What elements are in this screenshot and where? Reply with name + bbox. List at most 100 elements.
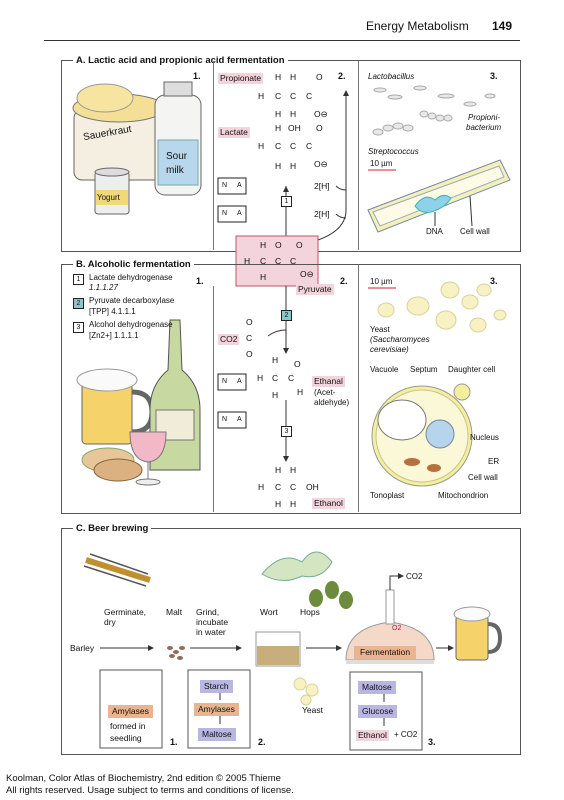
hops-illustration [261, 551, 353, 609]
starch-label: Starch [200, 680, 233, 693]
nad-n-b2: N [222, 416, 228, 423]
food-sourmilk-2: milk [166, 165, 184, 176]
co2-label-c: CO2 [406, 572, 423, 581]
enzyme-legend-2-marker: 2 [73, 298, 84, 309]
co2-label-b: CO2 [218, 334, 240, 345]
enzyme-legend-2-name: Pyruvate decarboxylase [89, 296, 175, 305]
barley-label: Barley [70, 643, 95, 653]
footer-line-1: Koolman, Color Atlas of Biochemistry, 2n… [6, 773, 281, 784]
nad-a-a1: A [237, 182, 242, 189]
panel-c2-number: 2. [258, 737, 266, 747]
nadh-n-a1: N [222, 210, 228, 217]
enzyme-3-marker: 3 [281, 426, 292, 437]
o2-label: O2 [392, 625, 402, 632]
grind-label-1: Grind, [196, 607, 220, 617]
nadh-symbol-a1 [217, 205, 247, 223]
amylases-label-2: Amylases [194, 703, 239, 716]
nad-symbol-a1 [217, 177, 247, 195]
scale-bar-b: 10 µm [370, 277, 393, 286]
pyruvate-label: Pyruvate [296, 284, 334, 295]
grind-label-3: in water [196, 627, 226, 637]
arrow-pyruvate-to-propionate [317, 92, 347, 241]
panel-c1-number: 1. [170, 737, 178, 747]
nadh-symbol-b1 [217, 373, 247, 391]
ethanol-label-b: Ethanol [312, 498, 345, 509]
two-h-1: 2[H] [314, 181, 330, 191]
glucose-label: Glucose [358, 705, 398, 718]
nadh-a-a1: A [237, 210, 242, 217]
vacuole-label: Vacuole [370, 365, 399, 374]
lactobacillus-label: Lactobacillus [368, 72, 415, 81]
amylases-label-1: Amylases [108, 705, 153, 718]
mitochondrion-label: Mitochondrion [438, 491, 489, 500]
panel-b3-number: 3. [490, 276, 498, 286]
germinate-label-2: dry [104, 617, 116, 627]
nad-a-b2: A [237, 416, 242, 423]
scale-bar-a: 10 µm [370, 159, 393, 168]
nadh-n-b1: N [222, 378, 228, 385]
nad-n-a1: N [222, 182, 228, 189]
tonoplast-label: Tonoplast [370, 491, 405, 500]
lactate-label: Lactate [218, 127, 250, 138]
panel-a2-number: 2. [338, 71, 346, 81]
divider-a2 [358, 61, 359, 250]
propionibacterium-label-2: bacterium [466, 123, 502, 132]
fermentation-label: Fermentation [354, 646, 417, 659]
panel-a3-number: 3. [490, 71, 498, 81]
panel-a1-number: 1. [193, 71, 201, 81]
enzyme-legend-1-name: Lactate dehydrogenase [89, 273, 173, 282]
divider-a1 [213, 61, 214, 250]
footer-line-2: All rights reserved. Usage subject to te… [6, 785, 294, 796]
panel-b [61, 264, 521, 514]
maltose-label-3: Maltose [358, 681, 396, 694]
grind-label-2: incubate [196, 617, 229, 627]
enzyme-legend-3-marker: 3 [73, 322, 84, 333]
dna-label: DNA [426, 227, 443, 236]
enzyme-2-marker: 2 [281, 310, 292, 321]
seedling-label: seedling [110, 733, 142, 743]
panel-b2-number: 2. [340, 276, 348, 286]
panel-b1-number: 1. [196, 276, 204, 286]
enzyme-1-marker-a: 1 [281, 196, 292, 207]
septum-label: Septum [410, 365, 438, 374]
panel-c [61, 528, 521, 755]
er-label: ER [488, 457, 500, 466]
nucleus-label: Nucleus [470, 433, 499, 442]
wort-beaker-illustration [255, 631, 301, 667]
streptococcus-label: Streptococcus [368, 147, 419, 156]
enzyme-legend-3-ec: [Zn2+] 1.1.1.1 [89, 331, 139, 340]
enzyme-legend-1-ec: 1.1.1.27 [89, 283, 118, 292]
propionate-label: Propionate [218, 73, 264, 84]
section-b-title: B. Alcoholic fermentation [73, 260, 194, 270]
germinate-label-1: Germinate, [104, 607, 147, 617]
bread-illustration [81, 447, 143, 482]
wort-label: Wort [260, 607, 278, 617]
section-c-title: C. Beer brewing [73, 524, 152, 534]
enzyme-legend-3-name: Alcohol dehydrogenase [89, 320, 173, 329]
nad-symbol-b2 [217, 411, 247, 429]
plus-co2-label: + CO2 [394, 730, 418, 739]
running-title: Energy Metabolism [366, 19, 469, 33]
yogurt-cup-illustration [94, 167, 130, 215]
divider-b2 [358, 265, 359, 512]
malt-label: Malt [166, 607, 183, 617]
ethanal-label-3: aldehyde) [314, 398, 350, 407]
panel-c3-number: 3. [428, 737, 436, 747]
food-yogurt: Yogurt [97, 193, 120, 202]
cell-wall-label-a: Cell wall [460, 227, 490, 236]
food-sourmilk-1: Sour [166, 151, 188, 162]
page-header: Energy Metabolism 149 [44, 10, 520, 41]
bacterium-cell-illustration [367, 159, 511, 233]
yeast-cells-illustration [377, 281, 507, 333]
nadh-a-b1: A [237, 378, 242, 385]
yeast-cell-diagram [371, 383, 473, 487]
beer-mug-c-illustration [453, 606, 503, 661]
yeast-label-2: (Saccharomyces [370, 335, 430, 344]
yeast-label-3: cerevisiae) [370, 345, 409, 354]
propionibacterium-label-1: Propioni- [468, 113, 501, 122]
malt-grains-illustration [167, 646, 185, 660]
bacteria-illustration [372, 85, 496, 136]
page-number: 149 [492, 19, 513, 33]
maltose-label-2: Maltose [198, 728, 236, 741]
